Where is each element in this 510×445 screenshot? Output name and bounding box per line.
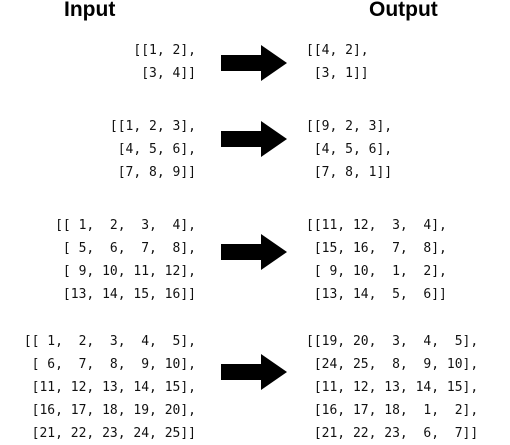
output-matrix-5x5: [[19, 20, 3, 4, 5], [24, 25, 8, 9, 10], … <box>306 334 479 441</box>
right-arrow-icon <box>221 234 287 270</box>
input-matrix-5x5: [[ 1, 2, 3, 4, 5], [ 6, 7, 8, 9, 10], [1… <box>23 334 196 441</box>
input-matrix-3x3: [[1, 2, 3], [4, 5, 6], [7, 8, 9]] <box>109 119 196 180</box>
input-column-title: Input <box>64 0 116 21</box>
output-matrix-4x4: [[11, 12, 3, 4], [15, 16, 7, 8], [ 9, 10… <box>306 218 447 302</box>
right-arrow-icon <box>221 121 287 157</box>
output-column-title: Output <box>369 0 438 21</box>
output-matrix-2x2: [[4, 2], [3, 1]] <box>306 43 369 81</box>
right-arrow-icon <box>221 45 287 81</box>
input-matrix-4x4: [[ 1, 2, 3, 4], [ 5, 6, 7, 8], [ 9, 10, … <box>55 218 196 302</box>
input-matrix-2x2: [[1, 2], [3, 4]] <box>133 43 196 81</box>
output-matrix-3x3: [[9, 2, 3], [4, 5, 6], [7, 8, 1]] <box>306 119 393 180</box>
right-arrow-icon <box>221 354 287 390</box>
